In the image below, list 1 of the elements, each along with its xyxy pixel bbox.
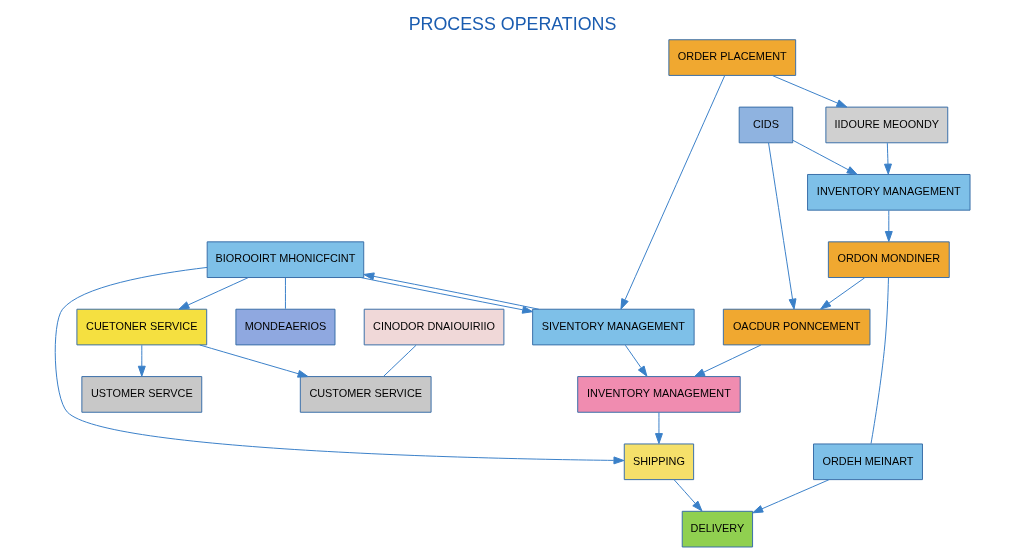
diagram-title: PROCESS OPERATIONS bbox=[408, 14, 616, 35]
